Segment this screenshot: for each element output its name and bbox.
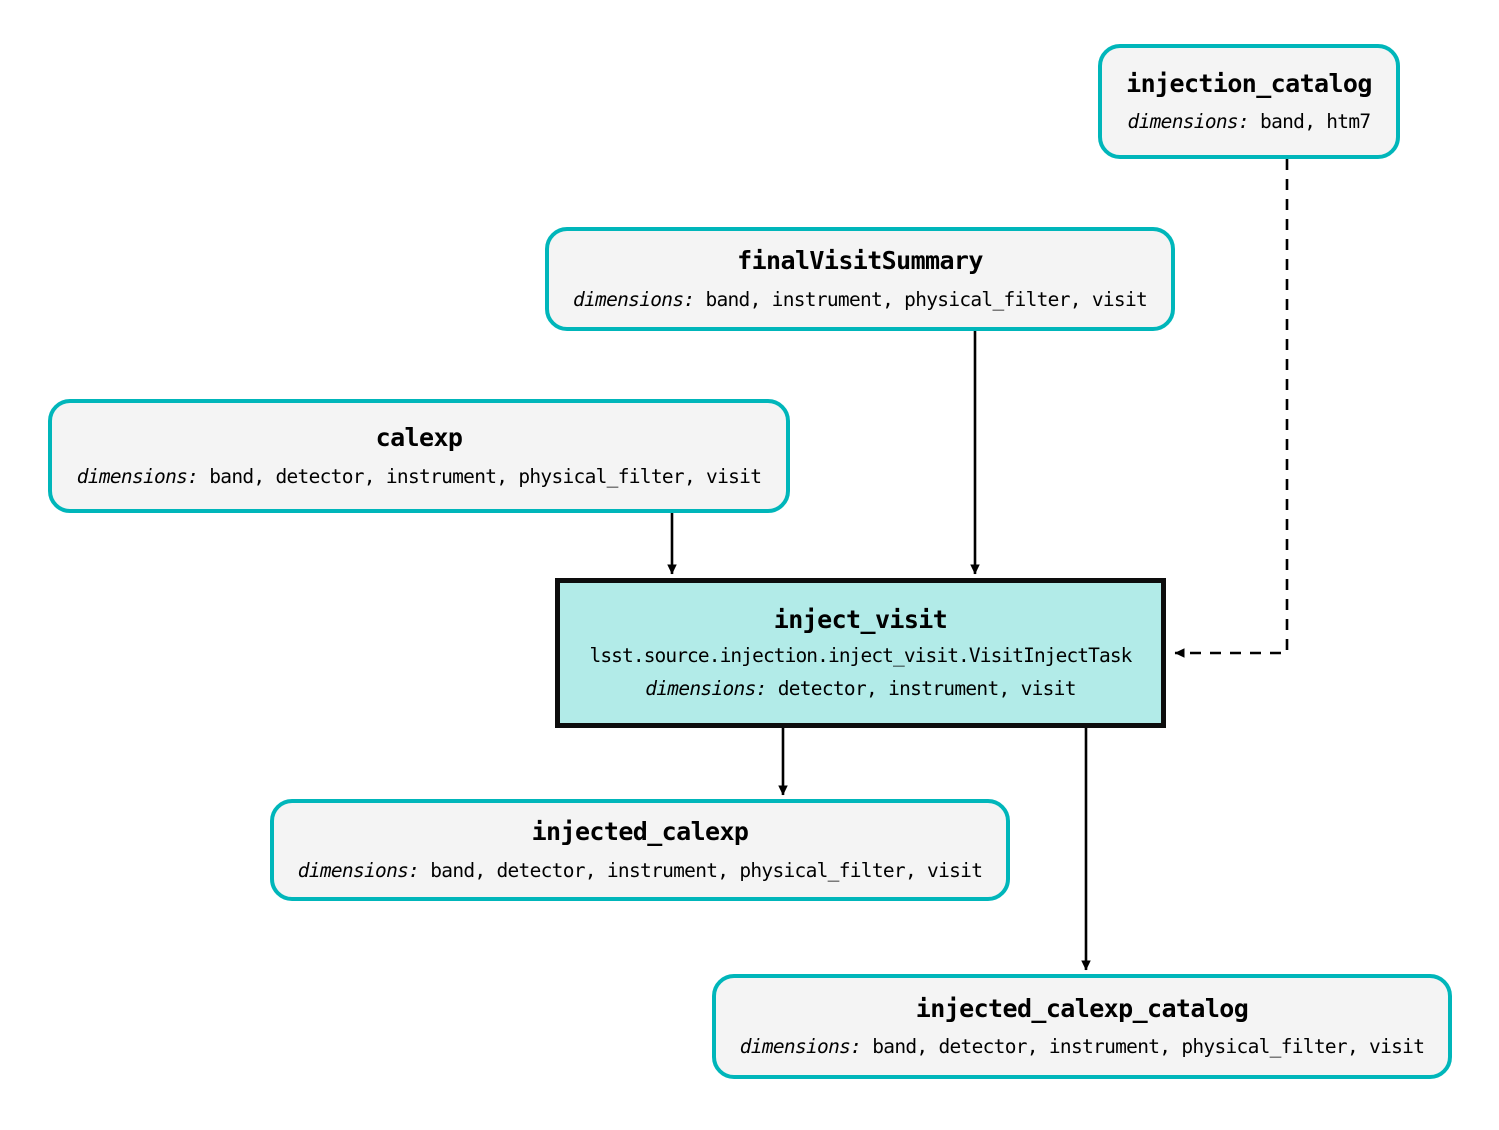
node-dimensions: dimensions: band, instrument, physical_f… (572, 287, 1148, 311)
node-title: inject_visit (773, 604, 948, 634)
dataset-node-injected-calexp-catalog[interactable]: injected_calexp_catalog dimensions: band… (712, 974, 1452, 1079)
dataset-node-injected-calexp[interactable]: injected_calexp dimensions: band, detect… (270, 799, 1010, 901)
node-title: finalVisitSummary (737, 246, 983, 276)
node-title: injection_catalog (1126, 68, 1372, 98)
dimensions-value: band, detector, instrument, physical_fil… (209, 464, 762, 488)
dataset-node-injection-catalog[interactable]: injection_catalog dimensions: band, htm7 (1098, 44, 1400, 159)
task-class-path: lsst.source.injection.inject_visit.Visit… (589, 644, 1133, 668)
edge-injection-catalog-to-inject-visit (1174, 159, 1289, 658)
dataset-node-calexp[interactable]: calexp dimensions: band, detector, instr… (48, 399, 790, 513)
node-dimensions: dimensions: band, detector, instrument, … (76, 464, 762, 488)
node-title: injected_calexp (531, 817, 749, 847)
dimensions-label: dimensions: (739, 1035, 873, 1059)
node-dimensions: dimensions: band, detector, instrument, … (739, 1035, 1425, 1059)
dimensions-value: detector, instrument, visit (777, 676, 1077, 700)
dataset-node-finalvisitsummary[interactable]: finalVisitSummary dimensions: band, inst… (545, 227, 1175, 331)
dimensions-value: band, detector, instrument, physical_fil… (430, 858, 983, 882)
dimensions-label: dimensions: (297, 858, 431, 882)
node-dimensions: dimensions: band, htm7 (1127, 110, 1372, 134)
dimensions-label: dimensions: (645, 676, 778, 700)
node-title: calexp (375, 423, 463, 453)
node-dimensions: dimensions: band, detector, instrument, … (297, 858, 983, 882)
node-title: injected_calexp_catalog (915, 993, 1249, 1023)
dimensions-value: band, instrument, physical_filter, visit (705, 287, 1148, 311)
node-dimensions: dimensions: detector, instrument, visit (645, 676, 1077, 700)
dimensions-value: band, detector, instrument, physical_fil… (872, 1035, 1425, 1059)
dimensions-label: dimensions: (572, 287, 706, 311)
dimensions-value: band, htm7 (1260, 110, 1371, 134)
dimensions-label: dimensions: (76, 464, 210, 488)
dimensions-label: dimensions: (1127, 110, 1261, 134)
task-node-inject-visit[interactable]: inject_visit lsst.source.injection.injec… (555, 578, 1166, 728)
